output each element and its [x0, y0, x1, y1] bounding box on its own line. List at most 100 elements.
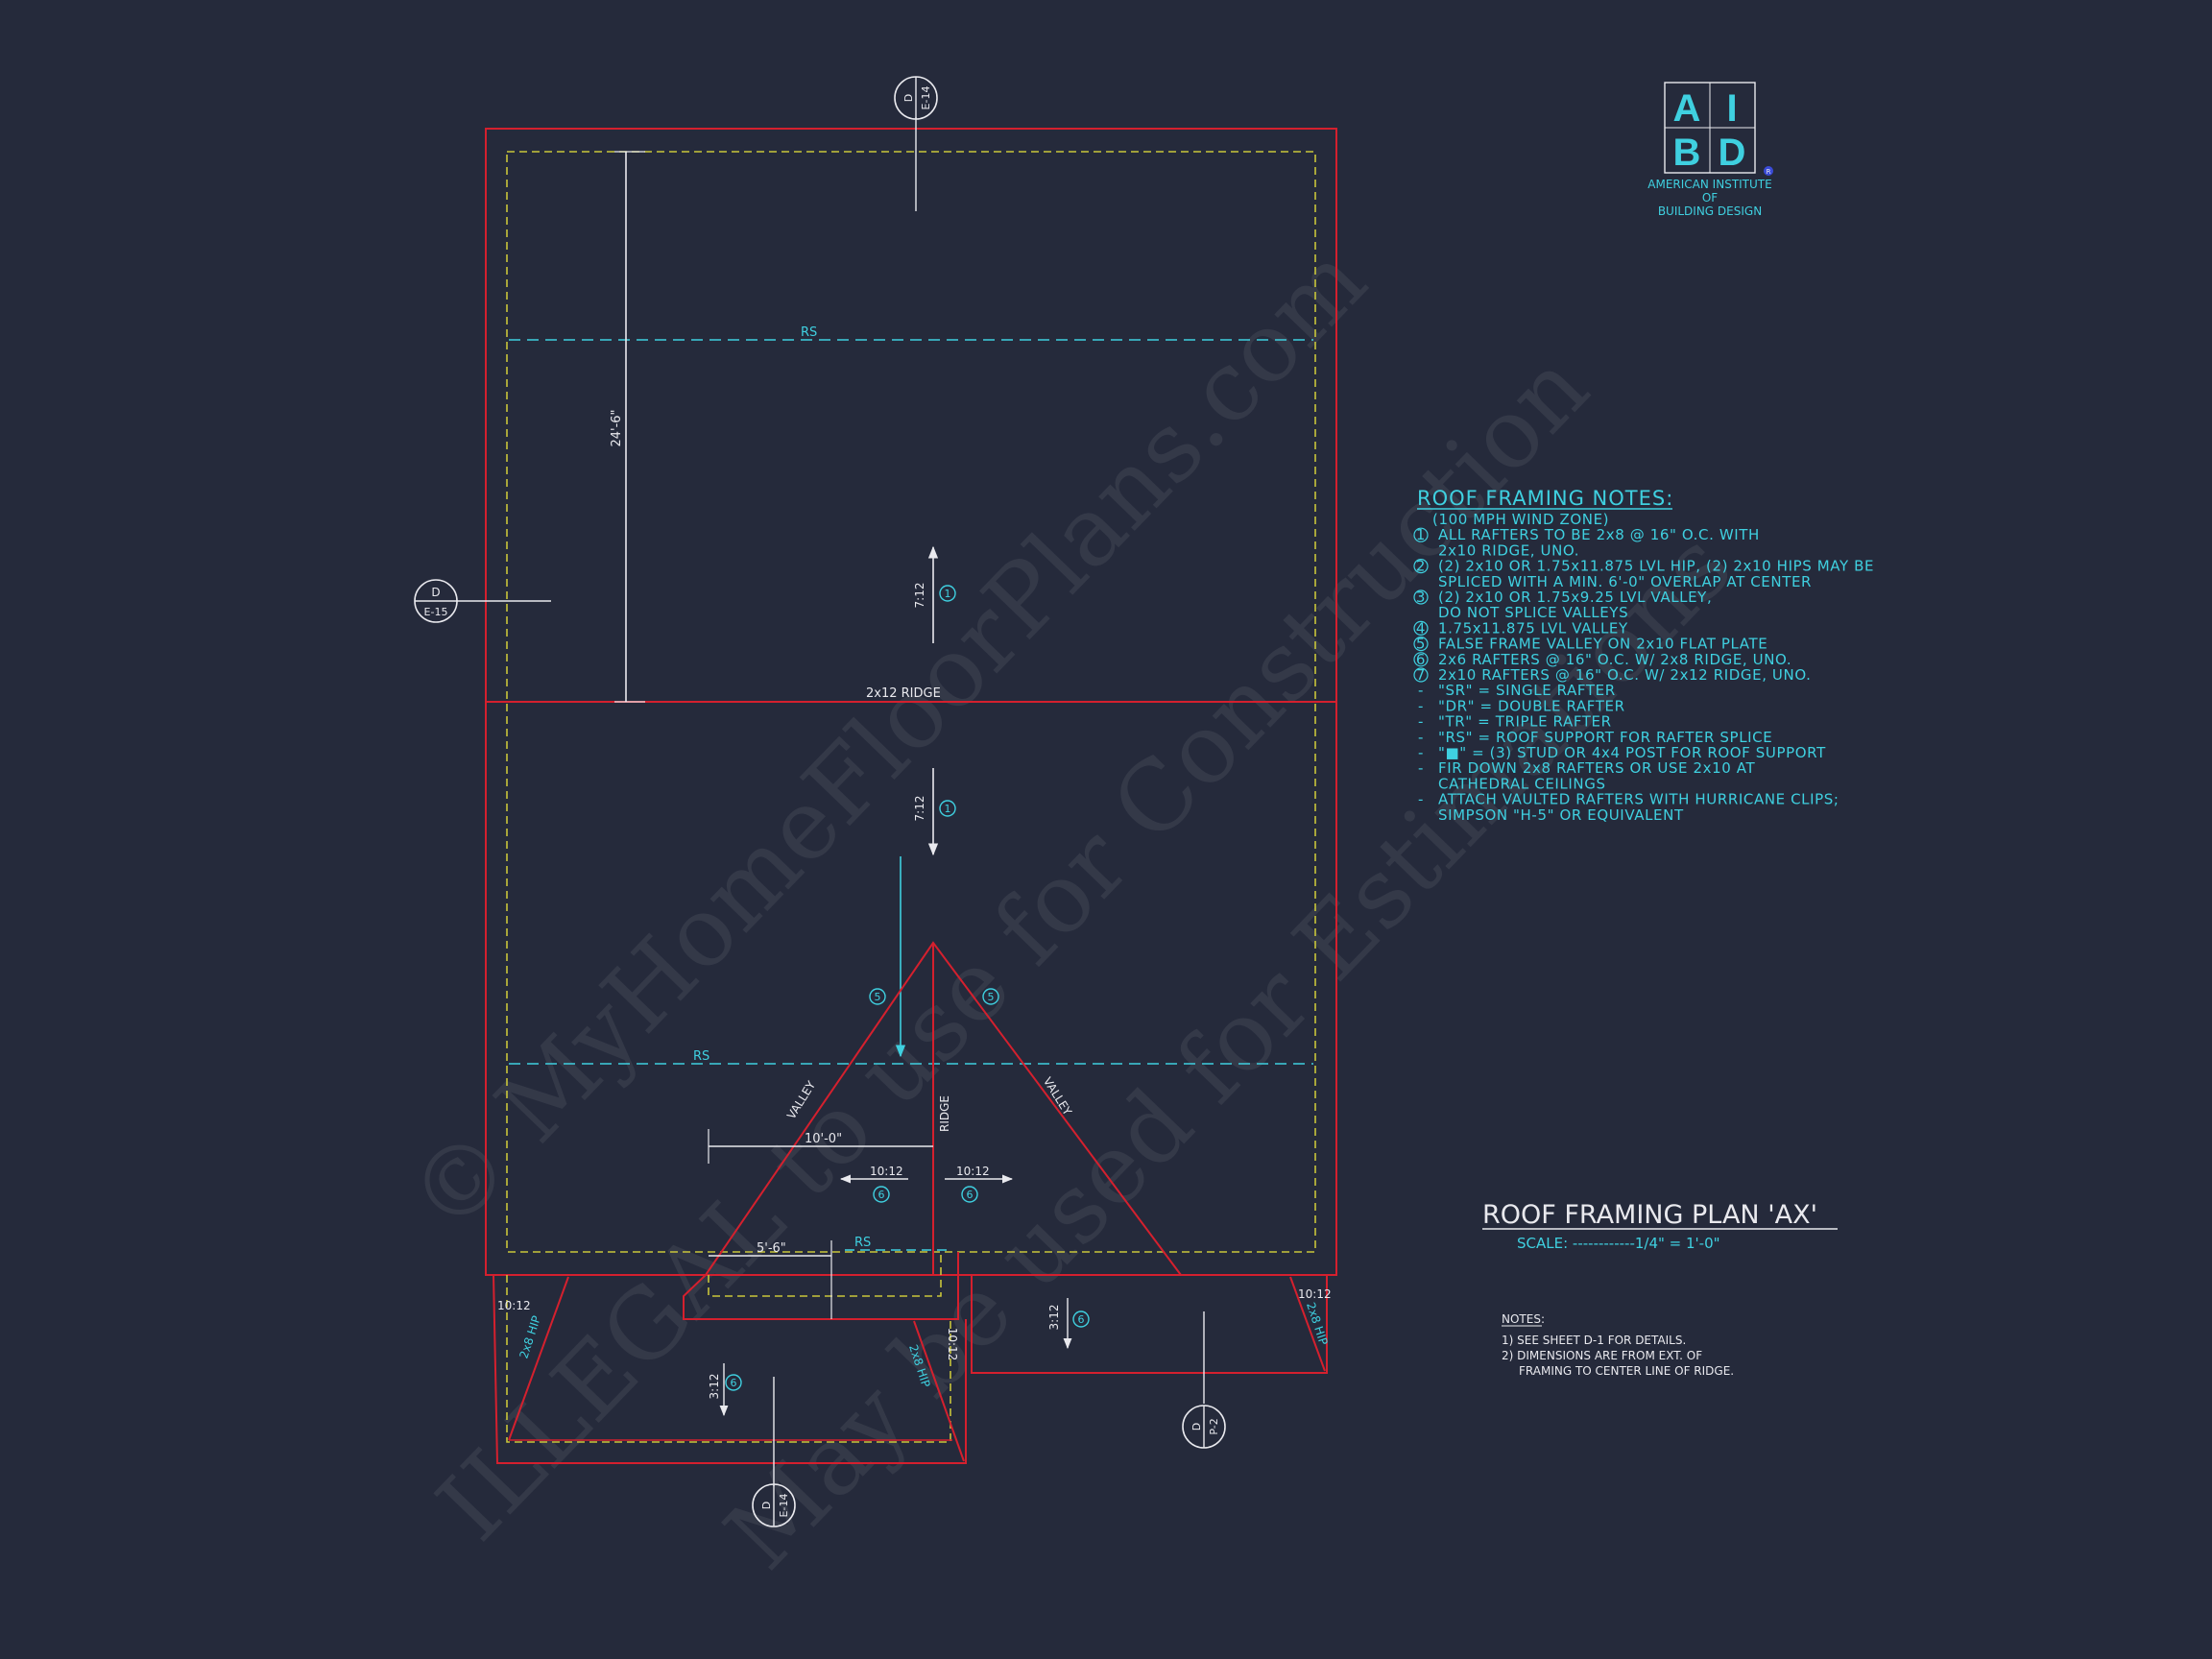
- note-marker: 1: [1416, 526, 1426, 543]
- pitch-label-right-corner: 10:12: [1298, 1287, 1332, 1301]
- note-marker: 3: [1416, 589, 1426, 606]
- footer-note-1: 1) SEE SHEET D-1 FOR DETAILS.: [1502, 1334, 1686, 1347]
- gable-eave-outline: [708, 1252, 942, 1297]
- note-line: ALL RAFTERS TO BE 2x8 @ 16" O.C. WITH: [1438, 526, 1760, 543]
- section-marker-bottom-letter: D: [760, 1502, 773, 1509]
- note-marker-icon: [1413, 636, 1429, 652]
- note-line: (2) 2x10 OR 1.75x11.875 LVL HIP, (2) 2x1…: [1438, 558, 1874, 575]
- sheet-title-block: ROOF FRAMING PLAN 'AX' SCALE: ----------…: [1482, 1200, 1838, 1252]
- left-wing-wall-outline: [493, 1274, 967, 1464]
- watermark-illegal: ILLEGAL to use for Construction: [416, 331, 1609, 1562]
- note-line: "DR" = DOUBLE RAFTER: [1438, 697, 1625, 714]
- footer-notes: NOTES: 1) SEE SHEET D-1 FOR DETAILS. 2) …: [1502, 1312, 1734, 1378]
- detail-tag-valley-left: 5: [869, 988, 886, 1005]
- valley-label-right: VALLEY: [1041, 1075, 1075, 1118]
- logo-letter-a: A: [1673, 87, 1701, 130]
- notes-list: (100 MPH WIND ZONE) 1 ALL RAFTERS TO BE 2x…: [1413, 511, 1874, 824]
- detail-tag-right-wing: 6: [1072, 1310, 1090, 1328]
- note-marker-icon: [1413, 589, 1429, 605]
- pitch-label-porch: 3:12: [708, 1374, 721, 1400]
- section-marker-top[interactable]: D E-14: [894, 76, 938, 120]
- svg-text:5: 5: [988, 991, 995, 1003]
- note-marker-icon: [1413, 527, 1429, 542]
- footer-note-2: 2) DIMENSIONS ARE FROM EXT. OF: [1502, 1349, 1702, 1362]
- note-line: SPLICED WITH A MIN. 6'-0" OVERLAP AT CEN…: [1438, 573, 1812, 590]
- note-marker-icon: [1413, 558, 1429, 574]
- section-marker-right-sheet: P-2: [1208, 1418, 1220, 1434]
- note-marker: -: [1418, 713, 1424, 731]
- note-line: "■" = (3) STUD OR 4x4 POST FOR ROOF SUPP…: [1438, 744, 1826, 761]
- note-marker: -: [1418, 791, 1424, 808]
- section-marker-left-letter: D: [431, 586, 440, 599]
- registered-mark-text: R: [1767, 168, 1771, 176]
- detail-tag-upper: 1: [939, 585, 956, 602]
- roof-framing-notes: ROOF FRAMING NOTES: (100 MPH WIND ZONE) 1…: [1413, 487, 1874, 824]
- note-line: (100 MPH WIND ZONE): [1432, 511, 1609, 528]
- pitch-label-upper: 7:12: [913, 583, 926, 609]
- note-line: 2x10 RIDGE, UNO.: [1438, 541, 1579, 559]
- left-wing-eave-outline: [506, 1275, 951, 1443]
- porch-hip: [913, 1320, 965, 1462]
- detail-tag-lower: 1: [939, 800, 956, 817]
- logo-letter-d: D: [1719, 132, 1746, 174]
- svg-text:5: 5: [875, 991, 881, 1003]
- gable-wall-outline: [683, 1252, 959, 1320]
- main-eave-outline: [506, 151, 1316, 1253]
- detail-tag-valley-right: 5: [982, 988, 999, 1005]
- note-marker: 6: [1416, 651, 1426, 668]
- detail-tag-gable-right: 6: [961, 1186, 978, 1203]
- section-marker-right[interactable]: D P-2: [1182, 1405, 1226, 1449]
- section-marker-left-sheet: E-15: [424, 606, 448, 618]
- registered-mark-icon: [1764, 166, 1773, 176]
- note-marker-icon: [1413, 620, 1429, 637]
- note-marker: -: [1418, 729, 1424, 746]
- rs-label-middle: RS: [693, 1049, 709, 1064]
- note-line: FALSE FRAME VALLEY ON 2x10 FLAT PLATE: [1438, 636, 1767, 653]
- note-line: 2x6 RAFTERS @ 16" O.C. W/ 2x8 RIDGE, UNO…: [1438, 651, 1791, 668]
- section-marker-left[interactable]: D E-15: [414, 579, 458, 623]
- note-marker-icon: [1413, 667, 1429, 683]
- pitch-label-right-wing: 3:12: [1047, 1305, 1061, 1331]
- roof-plan: [457, 117, 1337, 1486]
- footer-notes-heading: NOTES:: [1502, 1312, 1545, 1326]
- detail-tag-gable-left: 6: [873, 1186, 890, 1203]
- svg-text:6: 6: [878, 1189, 885, 1201]
- note-line: "SR" = SINGLE RAFTER: [1438, 682, 1616, 699]
- svg-text:6: 6: [967, 1189, 974, 1201]
- note-line: FIR DOWN 2x8 RAFTERS OR USE 2x10 AT: [1438, 759, 1755, 777]
- hip-label-left-outer: 2x8 HIP: [517, 1314, 543, 1360]
- svg-text:1: 1: [945, 588, 951, 600]
- pitch-label-lower: 7:12: [913, 796, 926, 822]
- logo-letter-i: I: [1726, 87, 1737, 130]
- note-line: "RS" = ROOF SUPPORT FOR RAFTER SPLICE: [1438, 729, 1772, 746]
- note-marker: 7: [1416, 666, 1426, 684]
- sheet-scale: SCALE: ------------1/4" = 1'-0": [1517, 1235, 1720, 1252]
- notes-title: ROOF FRAMING NOTES:: [1417, 487, 1673, 510]
- main-ridge-label: 2x12 RIDGE: [866, 686, 941, 701]
- logo-letter-b: B: [1673, 132, 1701, 174]
- logo-org-line-1: AMERICAN INSTITUTE: [1647, 178, 1771, 191]
- right-wing-hip: [1289, 1276, 1326, 1372]
- section-marker-top-sheet: E-14: [920, 86, 932, 110]
- note-line: ATTACH VAULTED RAFTERS WITH HURRICANE CL…: [1438, 791, 1839, 808]
- svg-text:6: 6: [731, 1377, 737, 1389]
- gable-ridge-label: RIDGE: [938, 1095, 951, 1132]
- note-line: SIMPSON "H-5" OR EQUIVALENT: [1438, 806, 1684, 824]
- svg-text:6: 6: [1078, 1313, 1085, 1326]
- section-marker-right-letter: D: [1190, 1423, 1203, 1431]
- sheet-title: ROOF FRAMING PLAN 'AX': [1482, 1200, 1817, 1230]
- section-marker-bottom[interactable]: D E-14: [752, 1483, 796, 1527]
- note-marker: 4: [1416, 619, 1426, 637]
- section-marker-bottom-sheet: E-14: [778, 1494, 790, 1518]
- svg-text:1: 1: [945, 803, 951, 815]
- note-line: 2x10 RAFTERS @ 16" O.C. W/ 2x12 RIDGE, U…: [1438, 666, 1812, 684]
- note-line: CATHEDRAL CEILINGS: [1438, 775, 1606, 792]
- note-marker: -: [1418, 682, 1424, 699]
- footer-note-3: FRAMING TO CENTER LINE OF RIDGE.: [1519, 1364, 1734, 1378]
- section-marker-top-letter: D: [902, 94, 915, 102]
- note-marker: 2: [1416, 558, 1426, 575]
- pitch-label-left-wing: 10:12: [497, 1299, 531, 1312]
- pitch-label-gable-left: 10:12: [870, 1165, 903, 1178]
- dimension-label-10-0: 10'-0": [805, 1132, 842, 1146]
